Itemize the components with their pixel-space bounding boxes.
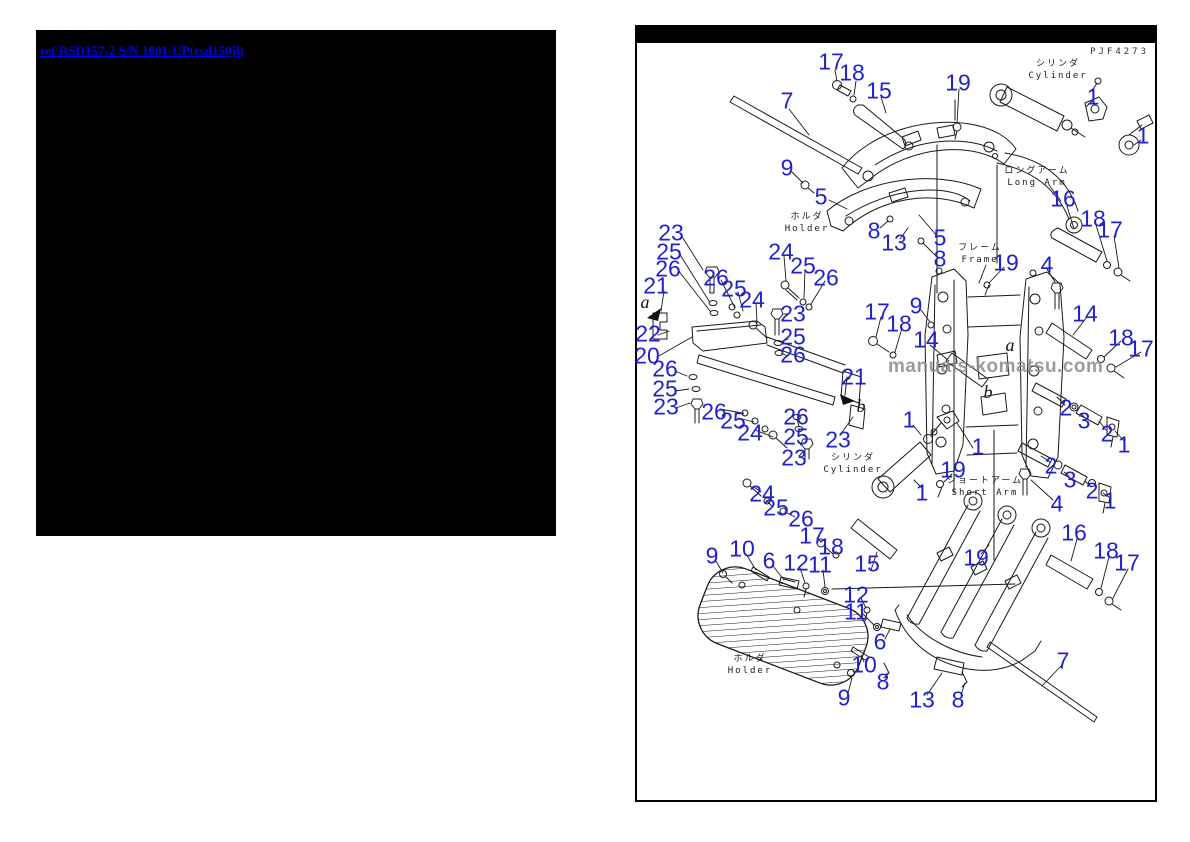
plate-code: PJF4273 xyxy=(1090,47,1149,57)
black-panel xyxy=(36,30,556,536)
parts-diagram-art xyxy=(647,69,1154,723)
watermark: manuals-komatsu.com xyxy=(888,356,1104,377)
diagram-panel: PJF4273 xyxy=(635,25,1157,802)
ref-link[interactable]: ref RSD157-2 S/N 1001-UP(rsd150jl) xyxy=(40,43,244,58)
diagram-top-bar xyxy=(637,25,1155,43)
